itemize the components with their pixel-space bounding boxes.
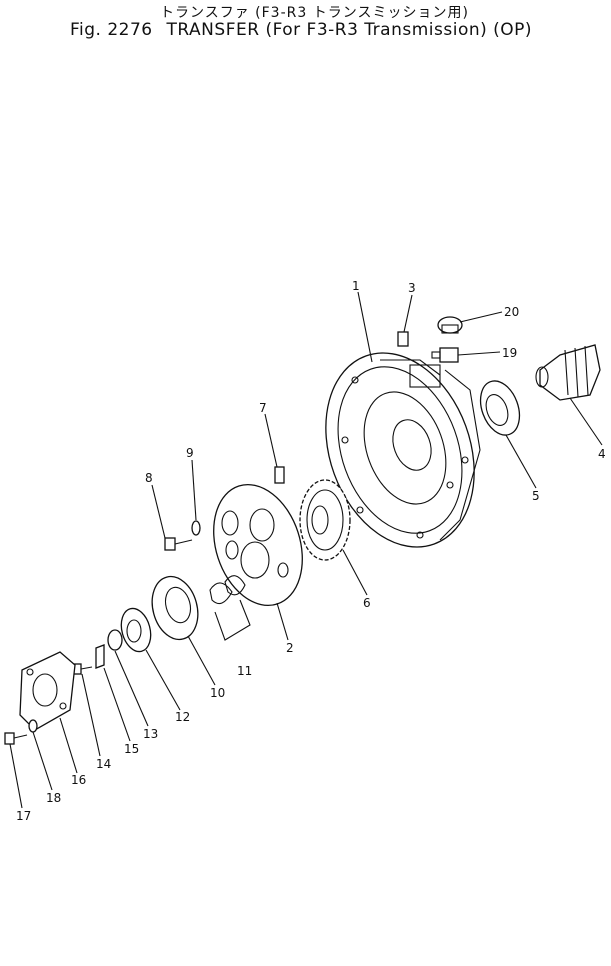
- part-16-cover[interactable]: [19, 651, 76, 731]
- title-english: Fig. 2276 TRANSFER (For F3-R3 Transmissi…: [70, 20, 532, 40]
- callout-11: 11: [237, 664, 252, 678]
- part-11-lock-plates[interactable]: [209, 575, 251, 641]
- callout-18: 18: [46, 791, 61, 805]
- callout-7: 7: [259, 401, 267, 415]
- title-japanese: トランスファ (F3-R3 トランスミッション用): [160, 5, 469, 21]
- part-10-retainer[interactable]: [145, 571, 204, 644]
- callout-10: 10: [210, 686, 225, 700]
- callout-1: 1: [352, 279, 360, 293]
- figure-application: (For F3-R3 Transmission): [265, 20, 488, 40]
- figure-name: TRANSFER: [166, 20, 260, 40]
- callout-20: 20: [504, 305, 519, 319]
- callout-12: 12: [175, 710, 190, 724]
- part-9-washer[interactable]: [191, 520, 201, 536]
- part-13-washer[interactable]: [107, 629, 123, 651]
- leader-lines: [9, 291, 603, 809]
- part-19-fitting[interactable]: [431, 347, 459, 363]
- callout-2: 2: [286, 641, 294, 655]
- callout-4: 4: [598, 447, 606, 461]
- part-2-plate[interactable]: [199, 473, 317, 617]
- part-17-bolt[interactable]: [4, 732, 28, 745]
- part-12-bearing[interactable]: [117, 605, 155, 655]
- callout-8: 8: [145, 471, 153, 485]
- callout-6: 6: [363, 596, 371, 610]
- callout-9: 9: [186, 446, 194, 460]
- part-8-bolt[interactable]: [164, 537, 193, 551]
- part-5-bearing[interactable]: [474, 376, 527, 441]
- callout-16: 16: [71, 773, 86, 787]
- figure-number: Fig. 2276: [70, 20, 153, 40]
- callout-15: 15: [124, 742, 139, 756]
- part-20-cap[interactable]: [437, 316, 463, 334]
- part-3-plug[interactable]: [397, 331, 409, 347]
- callout-14: 14: [96, 757, 111, 771]
- part-6-gear[interactable]: [299, 479, 351, 561]
- figure-option: (OP): [493, 20, 533, 40]
- part-18-washer[interactable]: [28, 719, 38, 733]
- callout-13: 13: [143, 727, 158, 741]
- callout-5: 5: [532, 489, 540, 503]
- callout-17: 17: [16, 809, 31, 823]
- callout-3: 3: [408, 281, 416, 295]
- part-1-housing[interactable]: [300, 332, 500, 568]
- part-15-lock[interactable]: [95, 644, 105, 669]
- part-7-pin[interactable]: [274, 466, 285, 484]
- part-4-shaft[interactable]: [535, 344, 601, 401]
- callout-19: 19: [502, 346, 517, 360]
